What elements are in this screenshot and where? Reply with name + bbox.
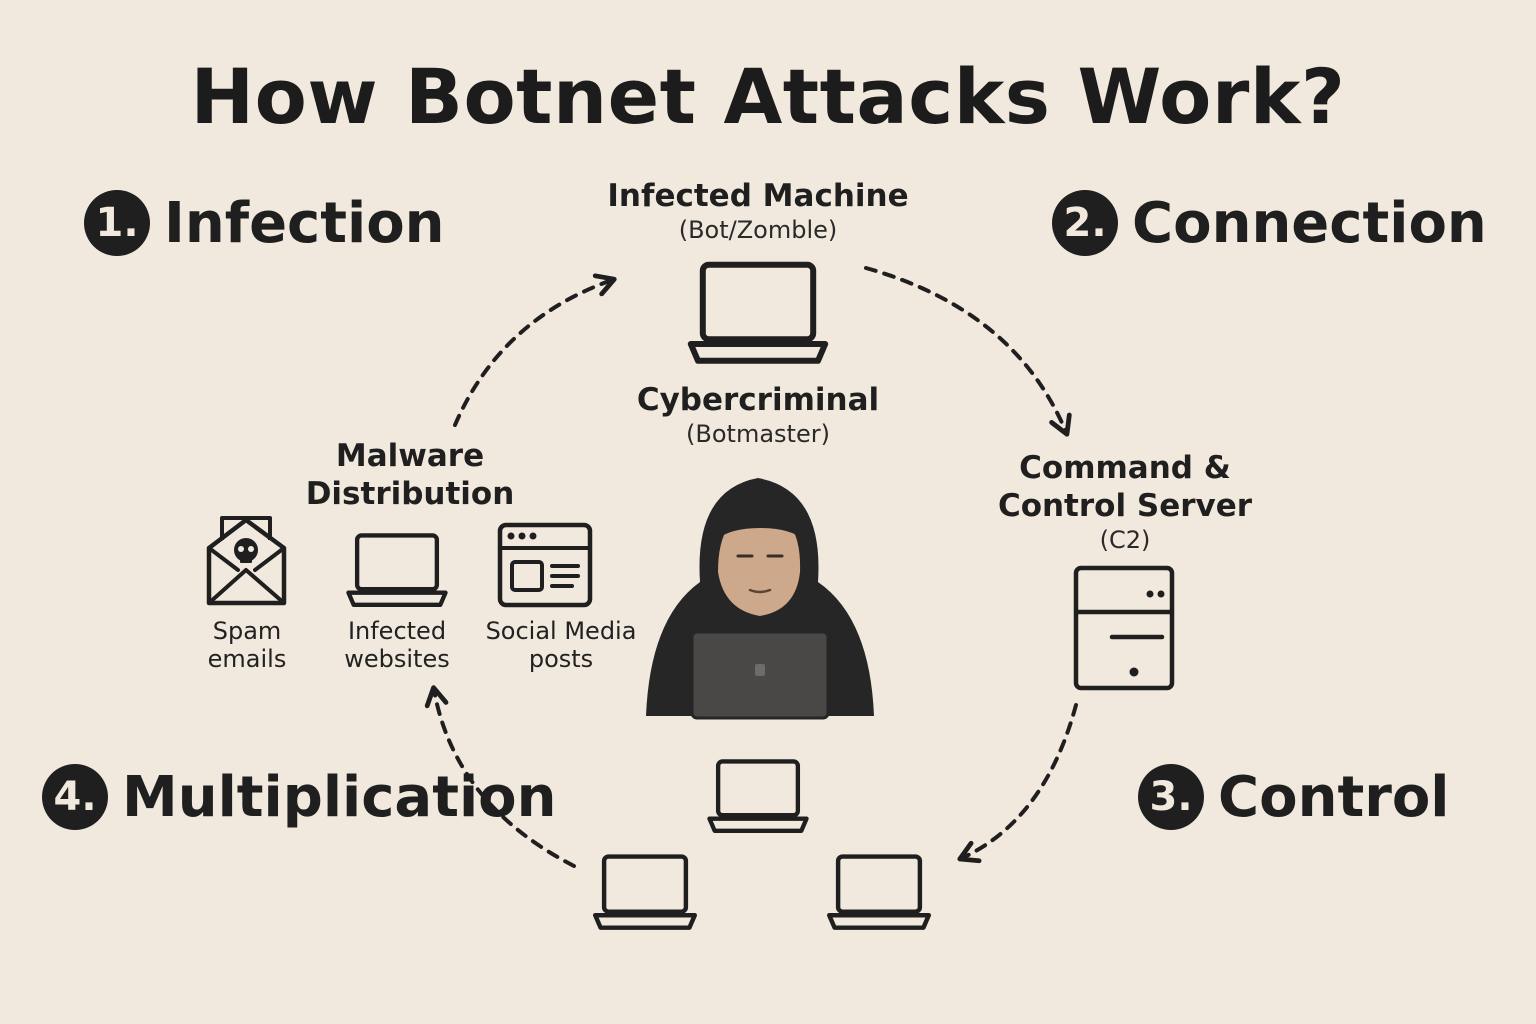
c2-title-line1: Command & [1019,450,1231,486]
laptop-icon [348,535,445,604]
arrow-machine-to-c2 [864,266,1072,437]
cybercriminal-node: Cybercriminal (Botmaster) [558,382,958,448]
step-number-badge: 3. [1138,764,1204,830]
infected-machine-title: Infected Machine [607,178,909,214]
channel-caption-line2: posts [528,644,594,673]
step-number-badge: 2. [1052,190,1118,256]
skull-envelope-icon [206,516,287,606]
step-connection: 2. Connection [1052,190,1487,256]
bot-laptop-icon [829,857,929,928]
browser-window-icon [497,522,593,608]
step-label: Connection [1132,190,1487,256]
channel-social-media-posts: Social Media posts [480,617,642,673]
c2-server-icon [1073,565,1175,691]
infected-machine-laptop-icon [691,265,825,361]
malware-distribution-node: Malware Distribution [290,438,530,514]
infected-machine-subtitle: (Bot/Zomble) [678,215,838,244]
arrow-infection-to-machine [453,273,617,427]
channel-caption-line2: emails [207,644,287,673]
bot-laptop-icon [595,857,695,928]
step-number-badge: 1. [84,190,150,256]
c2-title-line2: Control Server [997,487,1253,524]
infected-machine-node: Infected Machine (Bot/Zomble) [558,178,958,244]
step-control: 3. Control [1138,764,1450,830]
channel-spam-emails: Spam emails [187,617,307,673]
hacker-figure-icon [646,478,874,720]
step-label: Control [1218,764,1450,830]
channel-caption-line1: Infected [347,617,447,645]
c2-subtitle: (C2) [1099,525,1151,554]
page-title: How Botnet Attacks Work? [190,52,1346,141]
arrow-c2-to-bots [957,703,1078,864]
bot-laptop-icon [709,761,806,830]
channel-caption-line2: websites [344,644,450,673]
malware-title-line2: Distribution [305,475,515,512]
arrow-bots-to-distribution [424,685,576,868]
malware-title-line1: Malware [335,438,485,474]
cybercriminal-subtitle: (Botmaster) [686,419,830,448]
c2-server-node: Command & Control Server (C2) [980,450,1270,554]
channel-caption-line1: Social Media [485,617,637,645]
step-number-badge: 4. [42,764,108,830]
channel-infected-websites: Infected websites [332,617,462,673]
step-multiplication: 4. Multiplication [42,764,557,830]
step-label: Infection [164,190,445,256]
cybercriminal-title: Cybercriminal [636,382,880,418]
step-infection: 1. Infection [84,190,445,256]
channel-caption-line1: Spam [212,617,282,645]
